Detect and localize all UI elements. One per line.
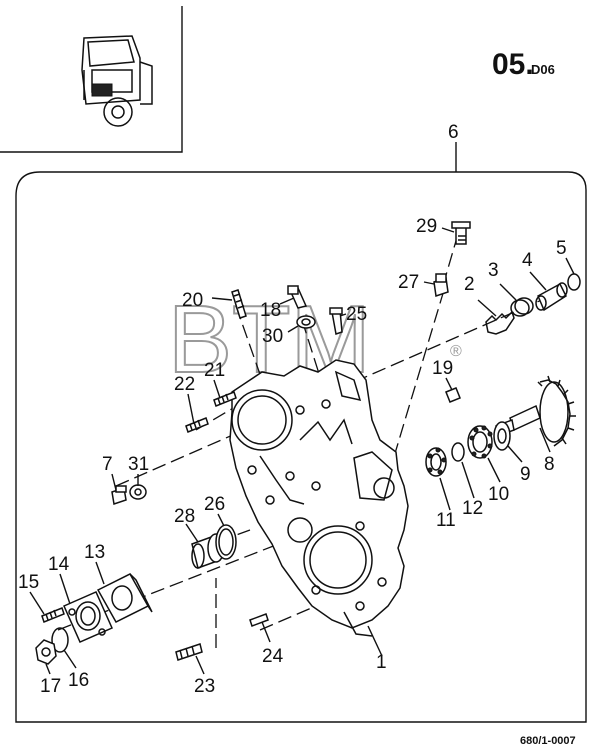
label-part-5: 5: [556, 238, 567, 259]
label-part-29: 29: [416, 216, 437, 237]
part-21-stud: [213, 391, 237, 407]
gear-cover-housing: [229, 359, 409, 637]
part-23-stud: [175, 643, 203, 661]
label-part-9: 9: [520, 464, 531, 485]
assembly-frame: [15, 171, 587, 723]
part-10-bearing: [467, 425, 493, 459]
label-part-17: 17: [40, 676, 61, 697]
part-27-bolt: [433, 273, 449, 297]
watermark-registered: ®: [450, 343, 462, 360]
part-7-bolt: [111, 485, 127, 505]
label-part-28: 28: [174, 506, 195, 527]
part-3-bushing: [510, 297, 534, 317]
part-14-flange: [63, 591, 113, 643]
label-part-16: 16: [68, 670, 89, 691]
part-4-sleeve: [535, 282, 568, 312]
housing-bore-lower: [303, 525, 373, 595]
label-part-3: 3: [488, 260, 499, 281]
label-part-4: 4: [522, 250, 533, 271]
part-15-stud: [41, 607, 65, 623]
label-part-30: 30: [262, 326, 283, 347]
section-code: 05. D06: [492, 48, 555, 81]
part-20-stud: [231, 289, 247, 319]
label-part-25: 25: [346, 304, 367, 325]
label-part-27: 27: [398, 272, 419, 293]
part-25-screw: [329, 307, 343, 335]
figure-number: 680/1-0007: [520, 735, 576, 747]
label-part-13: 13: [84, 542, 105, 563]
label-part-7: 7: [102, 454, 113, 475]
section-code-number: 05.: [492, 48, 534, 81]
part-18-bolt: [287, 285, 308, 309]
part-16-gasket: [51, 627, 69, 653]
part-11-bearing: [425, 447, 447, 477]
label-part-22: 22: [174, 374, 195, 395]
truck-location-inset: [0, 6, 183, 153]
part-24-pin: [249, 613, 269, 627]
part-31-washer: [129, 484, 147, 500]
part-9-bearing: [493, 421, 511, 451]
label-part-1: 1: [376, 652, 387, 673]
label-part-20: 20: [182, 290, 203, 311]
part-12-ring: [451, 442, 465, 462]
section-code-suffix: D06: [531, 62, 555, 77]
label-part-19: 19: [432, 358, 453, 379]
label-part-14: 14: [48, 554, 70, 575]
part-19-plug: [445, 387, 461, 403]
label-part-8: 8: [544, 454, 555, 475]
label-part-26: 26: [204, 494, 225, 515]
housing-bore-upper: [231, 389, 293, 451]
label-part-6: 6: [448, 122, 459, 143]
label-part-15: 15: [18, 572, 39, 593]
truck-icon: [81, 35, 153, 127]
part-number-labels: 1 2 3 4 5 6 7 8 9 10 11 12 13 14 15 16 1…: [18, 122, 567, 697]
label-part-21: 21: [204, 360, 225, 381]
label-part-24: 24: [262, 646, 284, 667]
label-part-10: 10: [488, 484, 509, 505]
part-30-washer: [296, 315, 316, 329]
label-part-23: 23: [194, 676, 215, 697]
part-8-gear-shaft: [495, 375, 576, 447]
label-part-2: 2: [464, 274, 475, 295]
label-part-18: 18: [260, 300, 281, 321]
part-29-bolt: [451, 221, 471, 245]
part-5-circlip: [567, 273, 581, 291]
part-26-seal: [215, 524, 237, 560]
label-part-31: 31: [128, 454, 149, 475]
label-part-11: 11: [436, 510, 456, 531]
leader-1: [367, 625, 383, 657]
label-part-12: 12: [462, 498, 483, 519]
part-17-nut: [35, 639, 57, 665]
part-13-flange: [96, 573, 153, 623]
